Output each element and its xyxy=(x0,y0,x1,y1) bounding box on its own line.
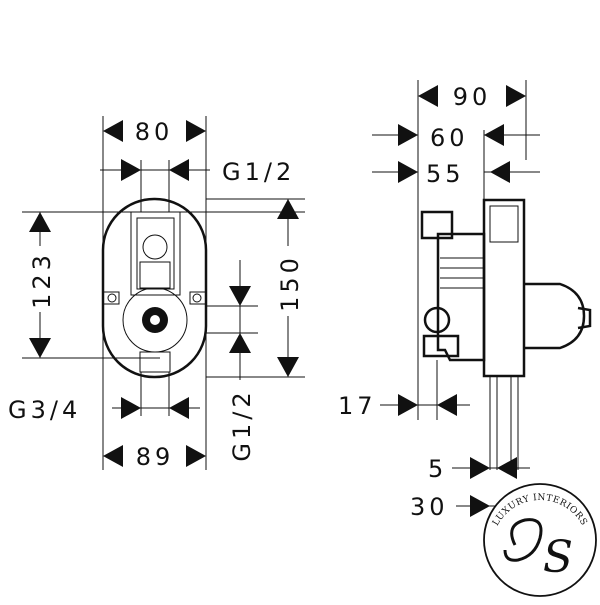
screw-left xyxy=(107,293,117,303)
dim-depth-55: 55 xyxy=(426,160,465,188)
side-valve-body xyxy=(436,232,486,362)
side-view: 90 60 55 17 5 30 xyxy=(338,80,592,521)
dim-height-right: 150 xyxy=(276,254,304,312)
logo-monogram-swirl xyxy=(503,518,543,562)
dim-thread-bottom-left: G3/4 xyxy=(8,396,81,424)
side-top-block xyxy=(420,210,454,240)
brand-logo: LUXURY INTERIORS S xyxy=(483,483,597,597)
dim-thread-top: G1/2 xyxy=(222,158,295,186)
front-inner-bracket xyxy=(130,211,181,296)
dim-width-bottom: 89 xyxy=(136,443,175,471)
side-outlet xyxy=(423,306,451,334)
dim-depth-60: 60 xyxy=(430,124,469,152)
dim-offset-17: 17 xyxy=(338,392,377,420)
front-view: 80 G1/2 123 150 G1/2 G3/4 89 xyxy=(8,116,305,471)
dim-pipe-5: 5 xyxy=(428,455,447,483)
dim-height-left: 123 xyxy=(28,251,56,309)
dim-depth-total: 90 xyxy=(453,83,492,111)
dim-width-top: 80 xyxy=(135,118,174,146)
side-cover-dome xyxy=(524,282,586,350)
screw-right xyxy=(192,293,202,303)
dim-thread-bottom-right: G1/2 xyxy=(228,388,256,461)
dim-pipe-30: 30 xyxy=(410,493,449,521)
logo-monogram: S xyxy=(543,532,573,583)
